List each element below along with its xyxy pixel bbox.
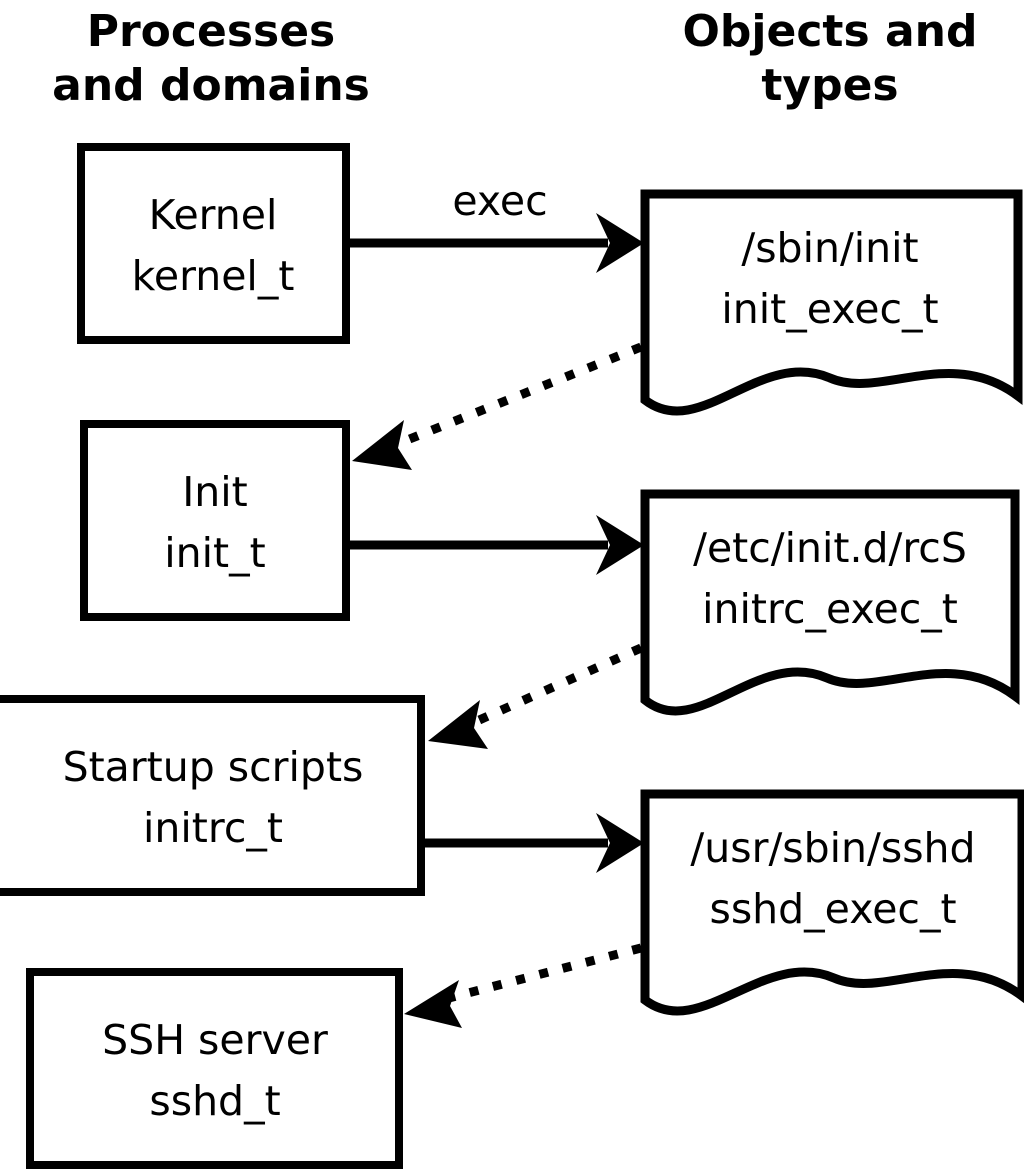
arrow-head-icon <box>596 813 644 873</box>
object-node-usr-sbin-sshd[interactable]: /usr/sbin/sshd sshd_exec_t <box>640 789 1024 1016</box>
process-node-startup-scripts[interactable]: Startup scripts initrc_t <box>0 695 425 896</box>
process-node-name: Kernel <box>149 191 278 239</box>
process-node-name: Init <box>182 468 248 516</box>
arrow-head-icon <box>352 420 412 470</box>
process-node-box <box>80 420 350 621</box>
edge-line <box>466 643 643 730</box>
process-node-box <box>77 143 350 344</box>
edge-initexec-transition-init <box>352 342 643 470</box>
edge-sshdexec-transition-sshd <box>404 943 643 1028</box>
edge-initrc-exec-sshdexec <box>425 813 644 873</box>
arrow-head-icon <box>596 515 644 575</box>
process-node-name: Startup scripts <box>63 743 364 791</box>
process-node-name: SSH server <box>102 1016 328 1064</box>
object-node-path: /sbin/init <box>741 224 918 272</box>
object-node-document-shape <box>640 489 1020 716</box>
edge-init-exec-initrcexec <box>350 515 644 575</box>
object-node-sbin-init[interactable]: /sbin/init init_exec_t <box>640 189 1023 416</box>
column-header-processes: Processes and domains <box>52 6 370 111</box>
edge-line <box>443 943 643 1004</box>
object-node-type: initrc_exec_t <box>702 585 958 633</box>
header-right-line2: types <box>761 60 898 111</box>
process-node-type: kernel_t <box>132 252 295 300</box>
header-right-line1: Objects and <box>683 6 978 57</box>
process-node-init[interactable]: Init init_t <box>80 420 350 621</box>
process-node-box <box>0 695 425 896</box>
arrow-head-icon <box>404 980 462 1028</box>
header-left-line2: and domains <box>52 60 370 111</box>
process-node-kernel[interactable]: Kernel kernel_t <box>77 143 350 344</box>
process-node-ssh-server[interactable]: SSH server sshd_t <box>26 968 403 1169</box>
header-left-line1: Processes <box>87 6 336 57</box>
edge-label-exec: exec <box>452 177 547 225</box>
column-header-objects: Objects and types <box>683 6 978 111</box>
object-node-type: init_exec_t <box>721 285 938 333</box>
arrow-head-icon <box>596 213 644 273</box>
object-node-document-shape <box>640 189 1023 416</box>
edge-line <box>390 342 643 451</box>
process-node-type: init_t <box>164 529 265 577</box>
object-node-path: /usr/sbin/sshd <box>690 824 975 872</box>
object-node-path: /etc/init.d/rcS <box>693 524 967 572</box>
edge-initrcexec-transition-initrc <box>428 643 643 749</box>
arrow-head-icon <box>428 700 488 749</box>
edge-kernel-exec-init: exec <box>350 177 644 273</box>
object-node-etc-initd-rcs[interactable]: /etc/init.d/rcS initrc_exec_t <box>640 489 1020 716</box>
object-node-document-shape <box>640 789 1024 1016</box>
object-node-type: sshd_exec_t <box>709 885 956 933</box>
process-node-type: sshd_t <box>149 1077 280 1125</box>
process-node-box <box>26 968 403 1169</box>
process-node-type: initrc_t <box>143 804 283 852</box>
